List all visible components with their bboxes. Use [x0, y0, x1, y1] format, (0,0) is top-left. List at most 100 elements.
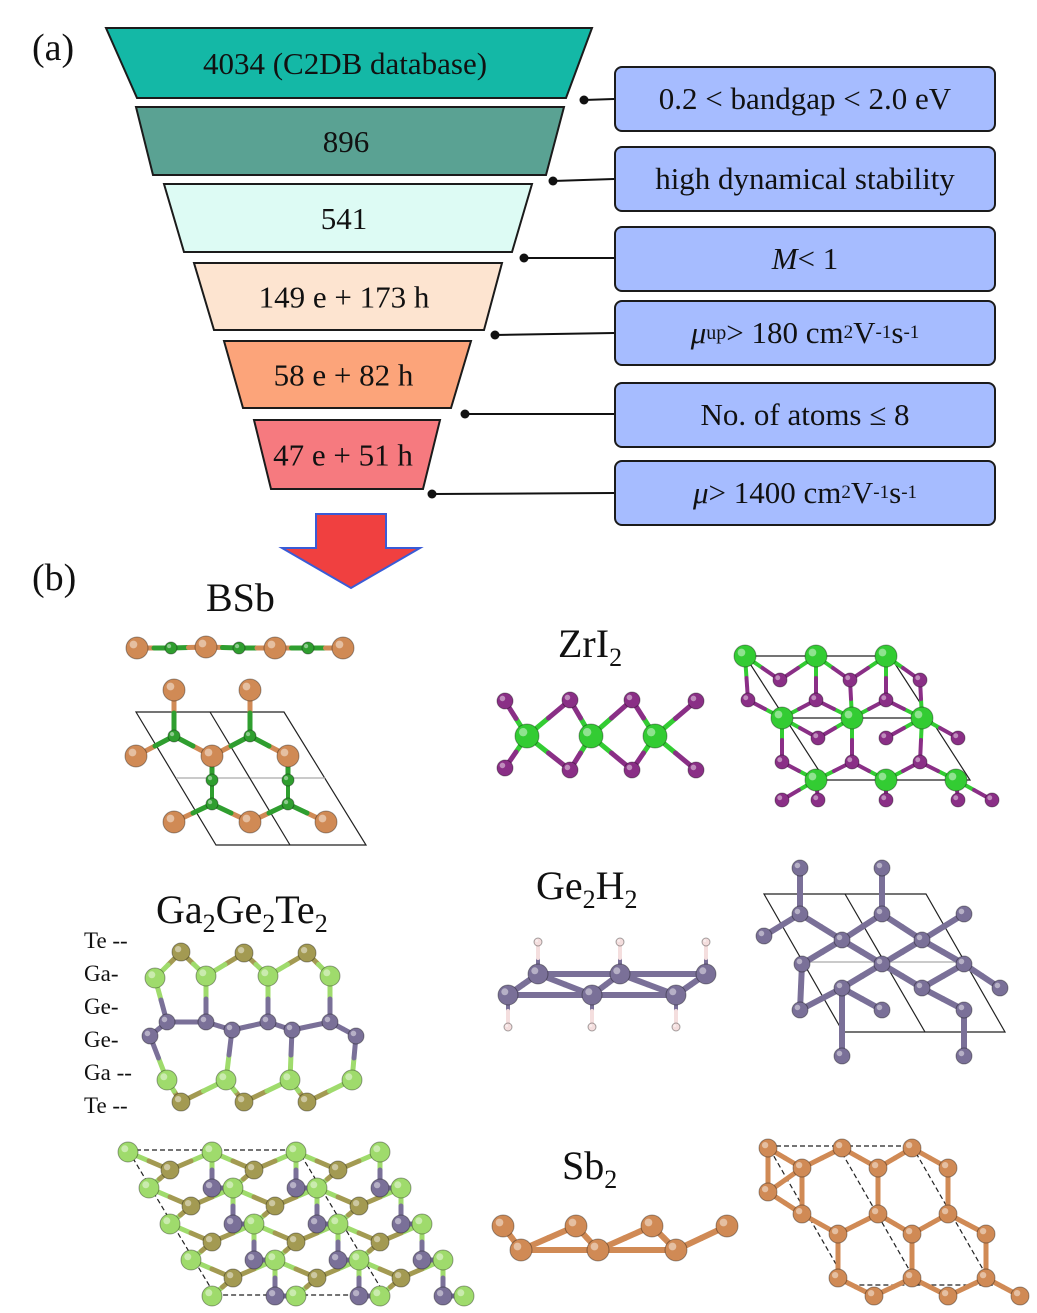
atom [195, 965, 217, 987]
atom-highlight [121, 1145, 129, 1153]
atom-highlight [761, 1185, 769, 1193]
atom-highlight [777, 757, 783, 763]
atom-highlight [352, 1289, 360, 1297]
title-ge2h2: Ge2H2 [536, 862, 638, 915]
atom-highlight [836, 982, 843, 989]
atom-highlight [845, 675, 851, 681]
title-zri2: ZrI2 [558, 620, 622, 673]
formula-sub: 2 [624, 885, 638, 914]
unit-exp: 2 [843, 322, 854, 343]
atom [331, 636, 355, 660]
connector-line [431, 492, 615, 495]
unit-part: V [853, 315, 876, 350]
atom-highlight [626, 694, 633, 701]
formula-sub: 2 [202, 909, 216, 938]
atom [950, 730, 966, 746]
atom-highlight [350, 1030, 357, 1037]
atom-highlight [161, 1016, 168, 1023]
bsb-top-view [124, 678, 368, 846]
atom [828, 1224, 848, 1244]
sb2-side-view [491, 1214, 739, 1262]
atom [902, 1138, 922, 1158]
atom-highlight [394, 1181, 402, 1189]
funnel-tier-shape [162, 183, 534, 253]
atom-highlight [200, 1016, 207, 1023]
atom [665, 984, 687, 1006]
atom-highlight [174, 945, 182, 953]
atom-highlight [531, 967, 539, 975]
atom-highlight [207, 799, 213, 805]
atom [162, 810, 186, 834]
atom-highlight [915, 757, 921, 763]
atom [257, 965, 279, 987]
atom [285, 1285, 307, 1307]
atom-highlight [144, 1030, 151, 1037]
atom [804, 644, 828, 668]
atom [623, 691, 641, 709]
atom [503, 1022, 513, 1032]
atom-highlight [242, 682, 251, 691]
atom [222, 1177, 244, 1199]
atom [348, 1249, 370, 1271]
atom [286, 1232, 306, 1252]
atom [141, 1027, 159, 1045]
atom-highlight [436, 1289, 444, 1297]
atom-highlight [394, 1271, 402, 1279]
atom [124, 744, 148, 768]
atom-highlight [205, 1181, 213, 1189]
atom-highlight [690, 695, 697, 702]
atom-highlight [415, 1217, 423, 1225]
atom [844, 754, 860, 770]
atom-highlight [878, 648, 887, 657]
atom-highlight [310, 1181, 318, 1189]
formula-sub: 2 [314, 909, 328, 938]
atom-highlight [881, 695, 887, 701]
unit-part: s [891, 315, 904, 350]
atom-highlight [953, 733, 959, 739]
atom-highlight [994, 982, 1001, 989]
atom [370, 1232, 390, 1252]
connector-line [494, 332, 615, 336]
atom-highlight [881, 733, 887, 739]
atom-highlight [777, 795, 783, 801]
atom [642, 723, 668, 749]
formula-part: ZrI [558, 621, 610, 666]
cell-line [209, 711, 291, 846]
atom [238, 810, 262, 834]
layer-label-te-top: Te -- [84, 928, 128, 953]
funnel-tier-shape [134, 106, 566, 176]
funnel-tier-shape [192, 262, 504, 331]
funnel-tier-shape [252, 419, 442, 490]
funnel-tier: 896 [134, 106, 566, 176]
atom-highlight [226, 1181, 234, 1189]
atom [496, 759, 514, 777]
atom-highlight [948, 772, 957, 781]
atom [244, 1250, 264, 1270]
atom [201, 1285, 223, 1307]
atom-highlight [169, 731, 175, 737]
atom [791, 1001, 809, 1019]
atom [615, 937, 625, 947]
atom [306, 1177, 328, 1199]
atom [878, 730, 894, 746]
atom-highlight [795, 1161, 803, 1169]
formula-sub: 2 [582, 885, 596, 914]
atom [167, 729, 181, 743]
atom [770, 706, 794, 730]
atom-highlight [813, 733, 819, 739]
criterion-var: M [771, 241, 798, 276]
atom-highlight [247, 1217, 255, 1225]
atom [265, 1286, 285, 1306]
unit-cell [134, 711, 368, 846]
atom [873, 955, 891, 973]
atom [243, 729, 257, 743]
atom-highlight [836, 934, 843, 941]
atom [955, 1047, 973, 1065]
funnel-tier: 47 e + 51 h [252, 419, 442, 490]
funnel-tier-label: 47 e + 51 h [273, 438, 413, 473]
criterion-text: high dynamical stability [655, 161, 955, 196]
atom [938, 1158, 958, 1178]
atom-highlight [813, 795, 819, 801]
atom [561, 691, 579, 709]
